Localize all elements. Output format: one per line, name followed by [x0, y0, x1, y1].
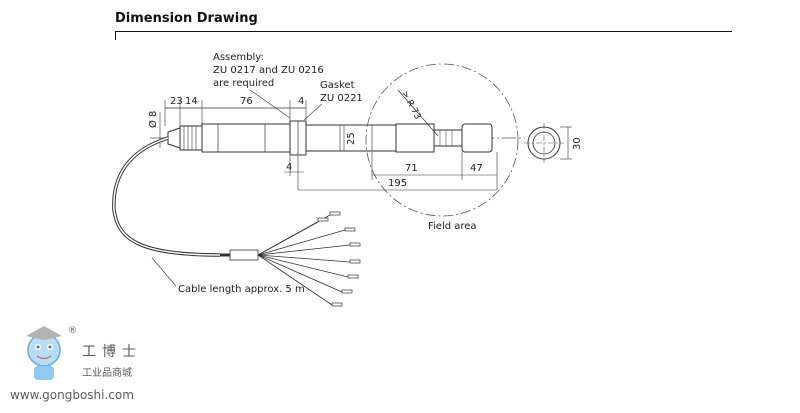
dim-4-top: 4 [298, 96, 304, 107]
sensor-head [395, 123, 435, 153]
dim-195: 195 [388, 178, 407, 189]
cable-gland [167, 127, 181, 149]
sensor-body [201, 123, 291, 153]
watermark-tagline: 工业品商城 [82, 366, 132, 379]
radius-label: > R 73 [399, 89, 422, 121]
sensor-tip [433, 129, 463, 147]
watermark-url: www.gongboshi.com [10, 388, 134, 402]
dim-dia-8: Ø 8 [147, 111, 159, 128]
title-rule [115, 31, 732, 32]
field-area-circle [365, 63, 519, 217]
gasket-label-1: Gasket [320, 80, 355, 91]
cable [112, 136, 221, 257]
dim-76: 76 [240, 96, 253, 107]
assembly-label-2: ZU 0217 and ZU 0216 [213, 65, 324, 76]
dim-4-bottom: 4 [286, 162, 292, 173]
dim-30: 30 [572, 137, 583, 150]
mascot-icon [26, 326, 62, 380]
cable-sleeve [229, 249, 259, 261]
sensor-end-cap [461, 123, 493, 153]
section-title: Dimension Drawing [115, 11, 258, 26]
dim-25: 25 [346, 132, 357, 145]
gasket-label-2: ZU 0221 [320, 93, 363, 104]
watermark: ® 工博士 工业品商城 www.gongboshi.com [10, 326, 142, 402]
radius-line [397, 89, 439, 137]
watermark-reg: ® [68, 326, 77, 336]
sensor-shaft [305, 124, 397, 152]
wire-bundle [257, 214, 351, 306]
watermark-name: 工博士 [82, 343, 142, 360]
cable-length-label: Cable length approx. 5 m [178, 284, 305, 295]
assembly-label-1: Assembly: [213, 52, 264, 63]
wire-ferrules [317, 211, 361, 307]
dim-71: 71 [405, 163, 418, 174]
gland-nut [179, 125, 203, 151]
dim-14: 14 [185, 96, 198, 107]
field-area-label: Field area [428, 221, 477, 232]
title-rule-tick [115, 31, 116, 40]
assembly-label-3: are required [213, 78, 274, 89]
dim-23: 23 [170, 96, 183, 107]
dim-47: 47 [470, 163, 483, 174]
